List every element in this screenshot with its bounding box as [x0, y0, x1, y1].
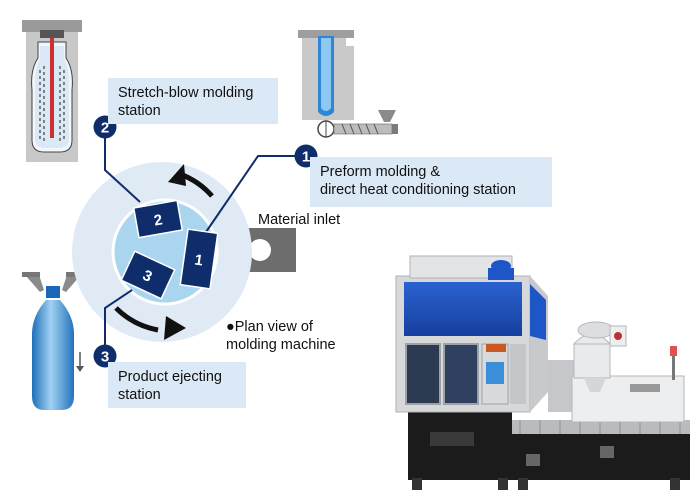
- station-2-number: 2: [101, 120, 109, 137]
- plan-view-diagram: 2 1 3 2 1 3: [72, 115, 318, 368]
- ejecting-station-text: Product ejecting station: [118, 369, 222, 403]
- material-inlet-label: Material inlet: [258, 212, 341, 228]
- preform-molding-illustration: [298, 30, 398, 138]
- molding-machine-photo: [395, 255, 690, 490]
- connector-2: [104, 138, 141, 203]
- preform-station-label: Preform molding & direct heat conditioni…: [310, 157, 552, 207]
- station-3-number: 3: [101, 349, 109, 366]
- plan-view-caption: ●Plan view of molding machine: [226, 319, 336, 353]
- stretch-blow-station-label: Stretch-blow molding station: [108, 78, 278, 124]
- connector-3: [104, 289, 133, 345]
- stretch-blow-station-text: Stretch-blow molding station: [118, 85, 254, 119]
- rotor-segment-2: [132, 199, 184, 239]
- station-3-marker: 3: [93, 344, 117, 368]
- ejecting-station-label: Product ejecting station: [108, 362, 246, 408]
- preform-station-text: Preform molding & direct heat conditioni…: [320, 164, 516, 198]
- stretch-blow-mold-illustration: [22, 20, 82, 162]
- rotor-segment-2-label: 2: [153, 211, 164, 229]
- rotor-segment-3: [120, 250, 176, 300]
- ejected-bottle-illustration: [22, 272, 84, 410]
- connector-1: [205, 155, 306, 233]
- material-inlet-hole: [249, 239, 271, 261]
- rotation-arrow-bottom: [114, 306, 159, 333]
- rotor-segment-1-label: 1: [193, 251, 204, 269]
- rotor-segment-1: [179, 228, 219, 290]
- station-1-number: 1: [302, 149, 310, 166]
